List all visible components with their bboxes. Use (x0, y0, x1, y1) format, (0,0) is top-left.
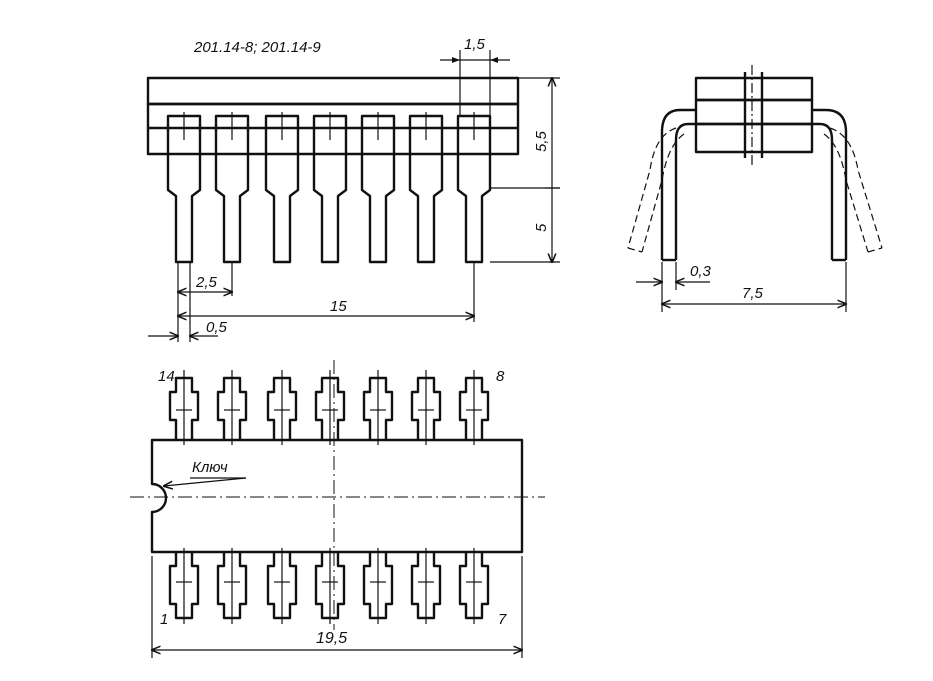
side-lead (408, 112, 444, 264)
side-view-leads (166, 112, 492, 264)
side-lead (166, 112, 202, 264)
top-view-lower-pins (168, 548, 490, 624)
top-pin (362, 370, 394, 445)
pin-label-14: 14 (158, 368, 175, 385)
top-view: Ключ 19,5 14 8 1 7 (130, 360, 545, 658)
end-view: 0,3 7,5 (627, 65, 883, 312)
top-pin (458, 370, 490, 445)
top-view-body (150, 438, 524, 554)
dim-pitch: 2,5 (195, 274, 218, 291)
top-pin (314, 370, 346, 445)
top-pin (168, 370, 200, 445)
side-view-body-top (146, 76, 520, 106)
side-view: 201.14-8; 201.14-9 1,5 5,5 5 2,5 15 0,5 (146, 36, 560, 342)
top-view-upper-pins (168, 370, 490, 445)
package-title: 201.14-8; 201.14-9 (193, 39, 321, 56)
top-pin (266, 370, 298, 445)
side-lead (312, 112, 348, 264)
key-label: Ключ (192, 459, 228, 476)
pin-label-1: 1 (160, 611, 168, 628)
dim-lead-length: 5 (533, 223, 550, 232)
top-pin (216, 370, 248, 445)
dim-body-height: 5,5 (533, 130, 550, 152)
bottom-pin (266, 548, 298, 624)
bottom-pin (314, 548, 346, 624)
side-lead (264, 112, 300, 264)
dim-lead-tip-width: 0,5 (206, 319, 228, 336)
top-pin (410, 370, 442, 445)
bottom-pin (216, 548, 248, 624)
side-lead (214, 112, 250, 264)
side-lead (456, 112, 492, 264)
dim-lead-thickness: 0,3 (690, 263, 712, 280)
pin-label-7: 7 (498, 611, 507, 628)
bottom-pin (168, 548, 200, 624)
bottom-pin (362, 548, 394, 624)
bottom-pin (410, 548, 442, 624)
dim-body-length: 19,5 (316, 630, 347, 647)
bottom-pin (458, 548, 490, 624)
dim-row-spacing: 7,5 (742, 285, 764, 302)
side-lead (360, 112, 396, 264)
dim-lead-width-top: 1,5 (464, 36, 486, 53)
pin-label-8: 8 (496, 368, 505, 385)
dim-span: 15 (330, 298, 347, 315)
